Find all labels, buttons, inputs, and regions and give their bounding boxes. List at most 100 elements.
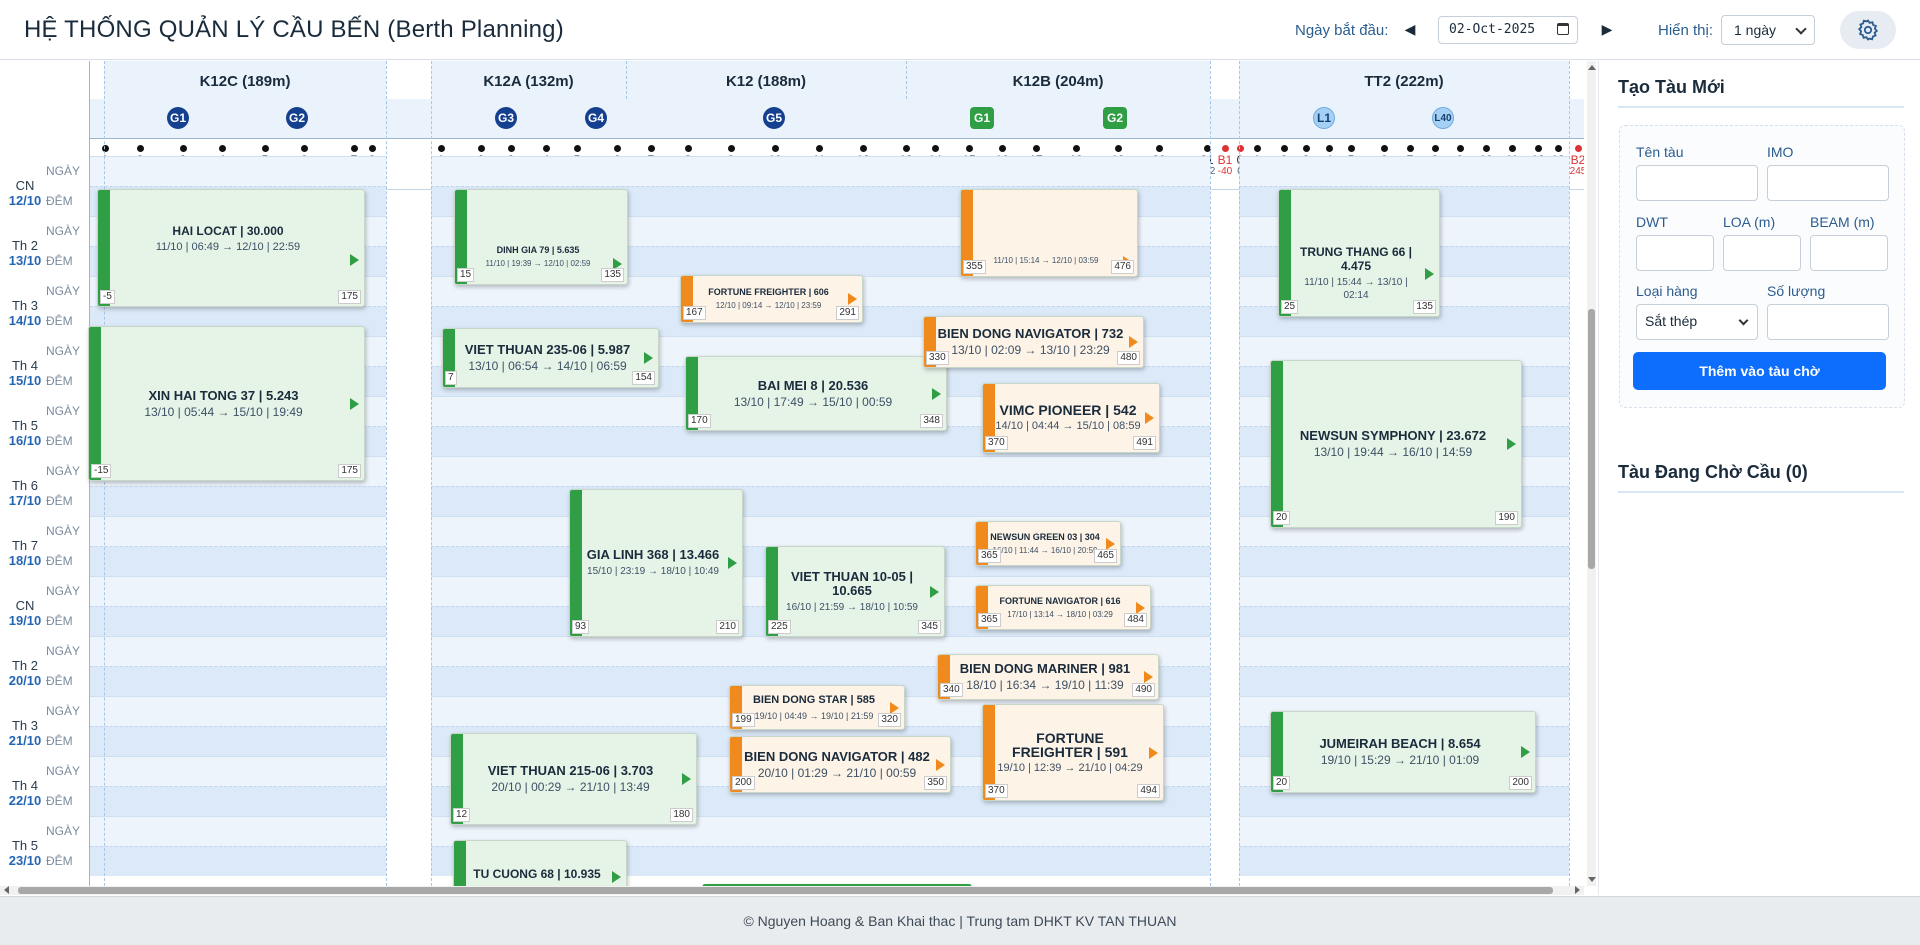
crane-l1[interactable]: L1 bbox=[1313, 107, 1335, 129]
add-to-waiting-button[interactable]: Thêm vào tàu chờ bbox=[1633, 352, 1886, 390]
play-icon[interactable] bbox=[1145, 412, 1154, 424]
play-icon[interactable] bbox=[1507, 438, 1516, 450]
play-icon[interactable] bbox=[930, 585, 939, 598]
berth-boundary bbox=[1210, 61, 1211, 886]
play-icon[interactable] bbox=[1106, 537, 1115, 550]
grid-row-day bbox=[1239, 816, 1569, 846]
play-icon[interactable] bbox=[350, 397, 359, 410]
shift-day-label: NGÀY bbox=[46, 704, 81, 718]
berth-boundary bbox=[1239, 61, 1240, 886]
play-icon[interactable] bbox=[613, 258, 622, 270]
prev-date-button[interactable]: ◀ bbox=[1399, 18, 1421, 40]
horizontal-scrollbar[interactable] bbox=[0, 886, 1584, 895]
start-pos-badge: 200 bbox=[732, 776, 755, 790]
play-icon[interactable] bbox=[1521, 746, 1530, 758]
crane-g4[interactable]: G4 bbox=[585, 107, 607, 129]
create-ship-title: Tạo Tàu Mới bbox=[1618, 77, 1904, 108]
play-icon[interactable] bbox=[1144, 671, 1153, 683]
loa-input[interactable] bbox=[1723, 235, 1801, 271]
crane-g2[interactable]: G2 bbox=[286, 107, 308, 129]
vertical-scrollbar[interactable] bbox=[1587, 61, 1596, 886]
next-date-button[interactable]: ▶ bbox=[1596, 18, 1618, 40]
footer-text: © Nguyen Hoang & Ban Khai thac | Trung t… bbox=[743, 913, 1177, 929]
cargo-type-select[interactable]: Sắt thép bbox=[1636, 304, 1758, 340]
scroll-down-icon[interactable] bbox=[1588, 877, 1596, 882]
play-icon[interactable] bbox=[644, 352, 653, 364]
ship-time: 15/10 | 23:19 → 18/10 | 10:49 bbox=[587, 566, 719, 577]
play-icon[interactable] bbox=[682, 773, 691, 785]
play-icon[interactable] bbox=[936, 758, 945, 771]
start-date-input[interactable]: 02-Oct-2025 bbox=[1438, 16, 1578, 44]
crane-g1-green[interactable]: G1 bbox=[970, 107, 994, 129]
crane-l40[interactable]: L40 bbox=[1432, 107, 1454, 129]
grid-row-night bbox=[90, 486, 386, 516]
scroll-right-icon[interactable] bbox=[1575, 886, 1580, 894]
play-icon[interactable] bbox=[728, 557, 737, 569]
calendar-icon[interactable] bbox=[1557, 23, 1569, 35]
scroll-left-icon[interactable] bbox=[4, 886, 9, 894]
ship-time: 13/10 | 05:44 → 15/10 | 19:49 bbox=[144, 404, 303, 419]
quantity-input[interactable] bbox=[1767, 304, 1889, 340]
imo-input[interactable] bbox=[1767, 165, 1889, 201]
play-icon[interactable] bbox=[1136, 601, 1145, 614]
scroll-up-icon[interactable] bbox=[1588, 65, 1596, 70]
crane-g5[interactable]: G5 bbox=[763, 107, 785, 129]
imo-label: IMO bbox=[1767, 144, 1794, 160]
play-icon[interactable] bbox=[1425, 268, 1434, 280]
status-bar bbox=[983, 705, 995, 800]
play-icon[interactable] bbox=[932, 387, 941, 400]
status-bar bbox=[1271, 361, 1283, 527]
dwt-input[interactable] bbox=[1636, 235, 1714, 271]
crane-g3[interactable]: G3 bbox=[495, 107, 517, 129]
berth-name-k12b: K12B (204m) bbox=[1012, 73, 1104, 90]
ship-time: 11/10 | 15:14 → 12/10 | 03:59 bbox=[993, 255, 1099, 265]
crane-g1[interactable]: G1 bbox=[167, 107, 189, 129]
ship-block[interactable]: 11/10 | 15:14 → 12/10 | 03:59 355 476 bbox=[960, 189, 1138, 277]
end-pos-badge: 291 bbox=[836, 306, 859, 320]
ship-time: 13/10 | 02:09 → 13/10 | 23:29 bbox=[951, 343, 1110, 357]
crane-g2-green[interactable]: G2 bbox=[1103, 107, 1127, 129]
beam-input[interactable] bbox=[1810, 235, 1888, 271]
scroll-thumb[interactable] bbox=[18, 887, 1553, 894]
view-select[interactable]: 1 ngày bbox=[1721, 15, 1815, 45]
play-icon[interactable] bbox=[350, 254, 359, 266]
shift-day-label: NGÀY bbox=[46, 344, 81, 358]
play-icon[interactable] bbox=[848, 293, 857, 305]
ship-block[interactable]: TU CUONG 68 | 10.935 bbox=[453, 840, 627, 886]
play-icon[interactable] bbox=[890, 701, 899, 714]
ship-name-input[interactable] bbox=[1636, 165, 1758, 201]
play-icon[interactable] bbox=[1129, 336, 1138, 348]
play-icon[interactable] bbox=[1149, 746, 1158, 759]
settings-button[interactable] bbox=[1840, 11, 1896, 49]
end-pos-badge: 154 bbox=[632, 371, 655, 385]
shift-night-label: ĐÊM bbox=[46, 614, 73, 628]
grid-row-night bbox=[90, 846, 386, 876]
start-pos-badge: 167 bbox=[683, 306, 706, 320]
play-icon[interactable] bbox=[612, 871, 621, 883]
scroll-thumb[interactable] bbox=[1588, 309, 1595, 569]
ship-block[interactable] bbox=[702, 884, 972, 886]
